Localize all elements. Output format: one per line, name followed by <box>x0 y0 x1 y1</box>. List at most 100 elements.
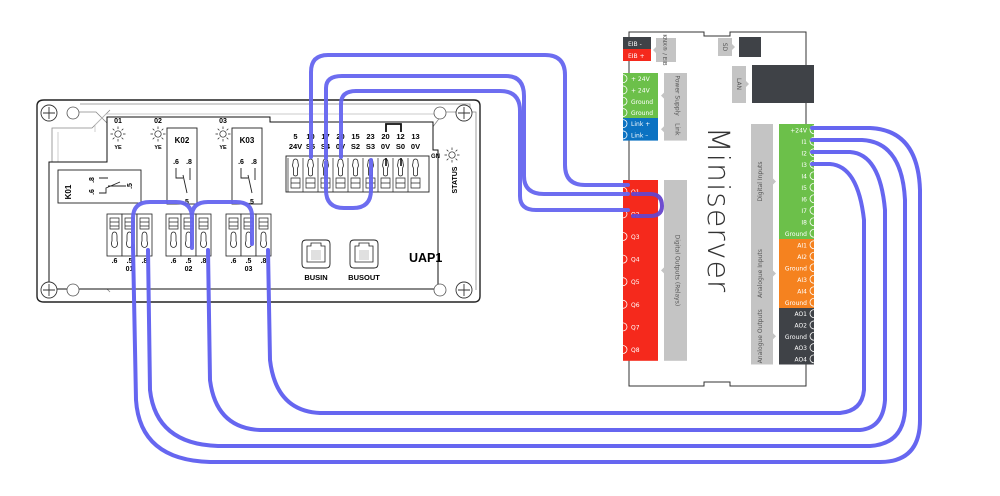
svg-text:AO2: AO2 <box>794 322 807 329</box>
terminal-screw[interactable] <box>225 213 242 257</box>
terminal[interactable]: Ground <box>785 297 815 307</box>
relay-label: K01 <box>64 184 73 199</box>
terminal[interactable]: I5 <box>801 182 815 192</box>
terminal[interactable]: I3 <box>801 159 815 169</box>
svg-text:Ground: Ground <box>785 300 807 307</box>
terminal[interactable]: Q7 <box>622 322 640 332</box>
svg-text:.5: .5 <box>127 183 134 189</box>
jumper-bridge <box>385 123 402 132</box>
led-icon <box>110 126 126 142</box>
svg-text:SD: SD <box>721 43 728 52</box>
screw-icon <box>433 281 473 299</box>
terminal[interactable]: Ground <box>785 331 815 341</box>
relay-terminal-block-01: .6.5.801 <box>106 213 153 273</box>
svg-text:Ground: Ground <box>631 110 653 117</box>
terminal-screw[interactable] <box>165 213 182 257</box>
terminal-screw[interactable] <box>106 213 123 257</box>
terminal[interactable]: I4 <box>801 171 815 181</box>
wire-01-8-to-i1 <box>146 138 907 448</box>
terminal[interactable]: Link – <box>622 130 648 140</box>
svg-text:.5: .5 <box>186 258 192 265</box>
port-busin[interactable]: BUSIN <box>301 239 331 282</box>
svg-text:YE: YE <box>154 145 162 151</box>
svg-text:I2: I2 <box>801 150 807 157</box>
terminal[interactable]: Q3 <box>622 232 640 242</box>
terminal[interactable]: I6 <box>801 194 815 204</box>
relay-label: K02 <box>175 136 190 145</box>
svg-text:.6: .6 <box>89 189 96 195</box>
svg-text:Ground: Ground <box>631 99 653 106</box>
terminal[interactable]: Q6 <box>622 299 640 309</box>
terminal[interactable]: I7 <box>801 205 815 215</box>
svg-text:Ground: Ground <box>785 334 807 341</box>
terminal[interactable]: Link + <box>622 119 650 128</box>
svg-text:.6: .6 <box>112 258 118 265</box>
eib-terminal-block: EIB - EIB + KNX® / EIB <box>623 34 676 66</box>
terminal[interactable]: AO2 <box>794 320 815 330</box>
terminal-screw[interactable] <box>136 213 153 257</box>
terminal[interactable]: AI3 <box>797 274 815 284</box>
svg-text:+ 24V: + 24V <box>631 76 651 83</box>
svg-text:I4: I4 <box>801 173 807 180</box>
terminal[interactable]: Q8 <box>622 345 640 355</box>
svg-text:.6: .6 <box>231 258 237 265</box>
terminal-screw[interactable] <box>195 213 212 257</box>
block-label: Power Supply <box>674 75 681 116</box>
svg-text:.5: .5 <box>246 258 252 265</box>
wire-q1-to-q2 <box>631 192 664 218</box>
block-label: Link <box>674 123 681 136</box>
terminal-screw[interactable] <box>255 213 272 257</box>
svg-text:Ground: Ground <box>785 265 807 272</box>
sd-slot: SD <box>718 37 761 57</box>
terminal[interactable]: I8 <box>801 217 815 227</box>
led-icon <box>150 126 166 142</box>
svg-text:.5: .5 <box>127 258 133 265</box>
terminal[interactable]: Q4 <box>622 254 640 264</box>
terminal[interactable]: AO1 <box>794 309 815 319</box>
block-label: Analogue Inputs <box>757 249 764 298</box>
svg-text:I1: I1 <box>801 139 807 146</box>
wire-0v-to-q1 <box>324 74 630 196</box>
terminal[interactable]: Ground <box>785 263 815 273</box>
svg-text:Link –: Link – <box>631 132 648 139</box>
terminal[interactable]: AO4 <box>794 354 815 364</box>
relay-k01: K01 .8 .6 .5 <box>57 169 142 204</box>
svg-text:YE: YE <box>114 145 122 151</box>
terminal[interactable]: I1 <box>801 136 815 146</box>
terminal[interactable]: Ground <box>622 96 653 106</box>
screw-icon <box>40 281 80 299</box>
terminal[interactable]: Ground <box>785 228 815 238</box>
terminal[interactable]: AI1 <box>797 240 815 250</box>
terminal-group-label: 01 <box>126 266 134 273</box>
terminal[interactable]: +24V <box>790 125 815 135</box>
terminal[interactable]: AO3 <box>794 343 815 353</box>
svg-text:23: 23 <box>366 132 374 141</box>
svg-text:+24V: +24V <box>790 127 808 134</box>
terminal[interactable]: I2 <box>801 148 815 158</box>
lan-port[interactable]: LAN <box>732 65 814 103</box>
svg-text:AI1: AI1 <box>797 242 807 249</box>
led-icon <box>444 147 460 163</box>
terminal[interactable]: AI2 <box>797 251 815 261</box>
terminal[interactable]: Ground <box>622 108 653 118</box>
svg-text:.8: .8 <box>251 159 257 166</box>
svg-text:LAN: LAN <box>735 78 742 90</box>
svg-text:20: 20 <box>381 132 389 141</box>
terminal[interactable]: + 24V <box>622 85 651 95</box>
terminal[interactable]: + 24V <box>622 74 651 84</box>
terminal[interactable]: AI4 <box>797 286 815 296</box>
relay-k03: K03 .6 .8 .5 <box>231 127 263 206</box>
port-busout[interactable]: BUSOUT <box>348 239 380 282</box>
svg-text:S0: S0 <box>396 142 405 151</box>
svg-text:.8: .8 <box>89 177 96 183</box>
long-wires <box>131 126 922 464</box>
terminal[interactable]: Q5 <box>622 277 640 287</box>
